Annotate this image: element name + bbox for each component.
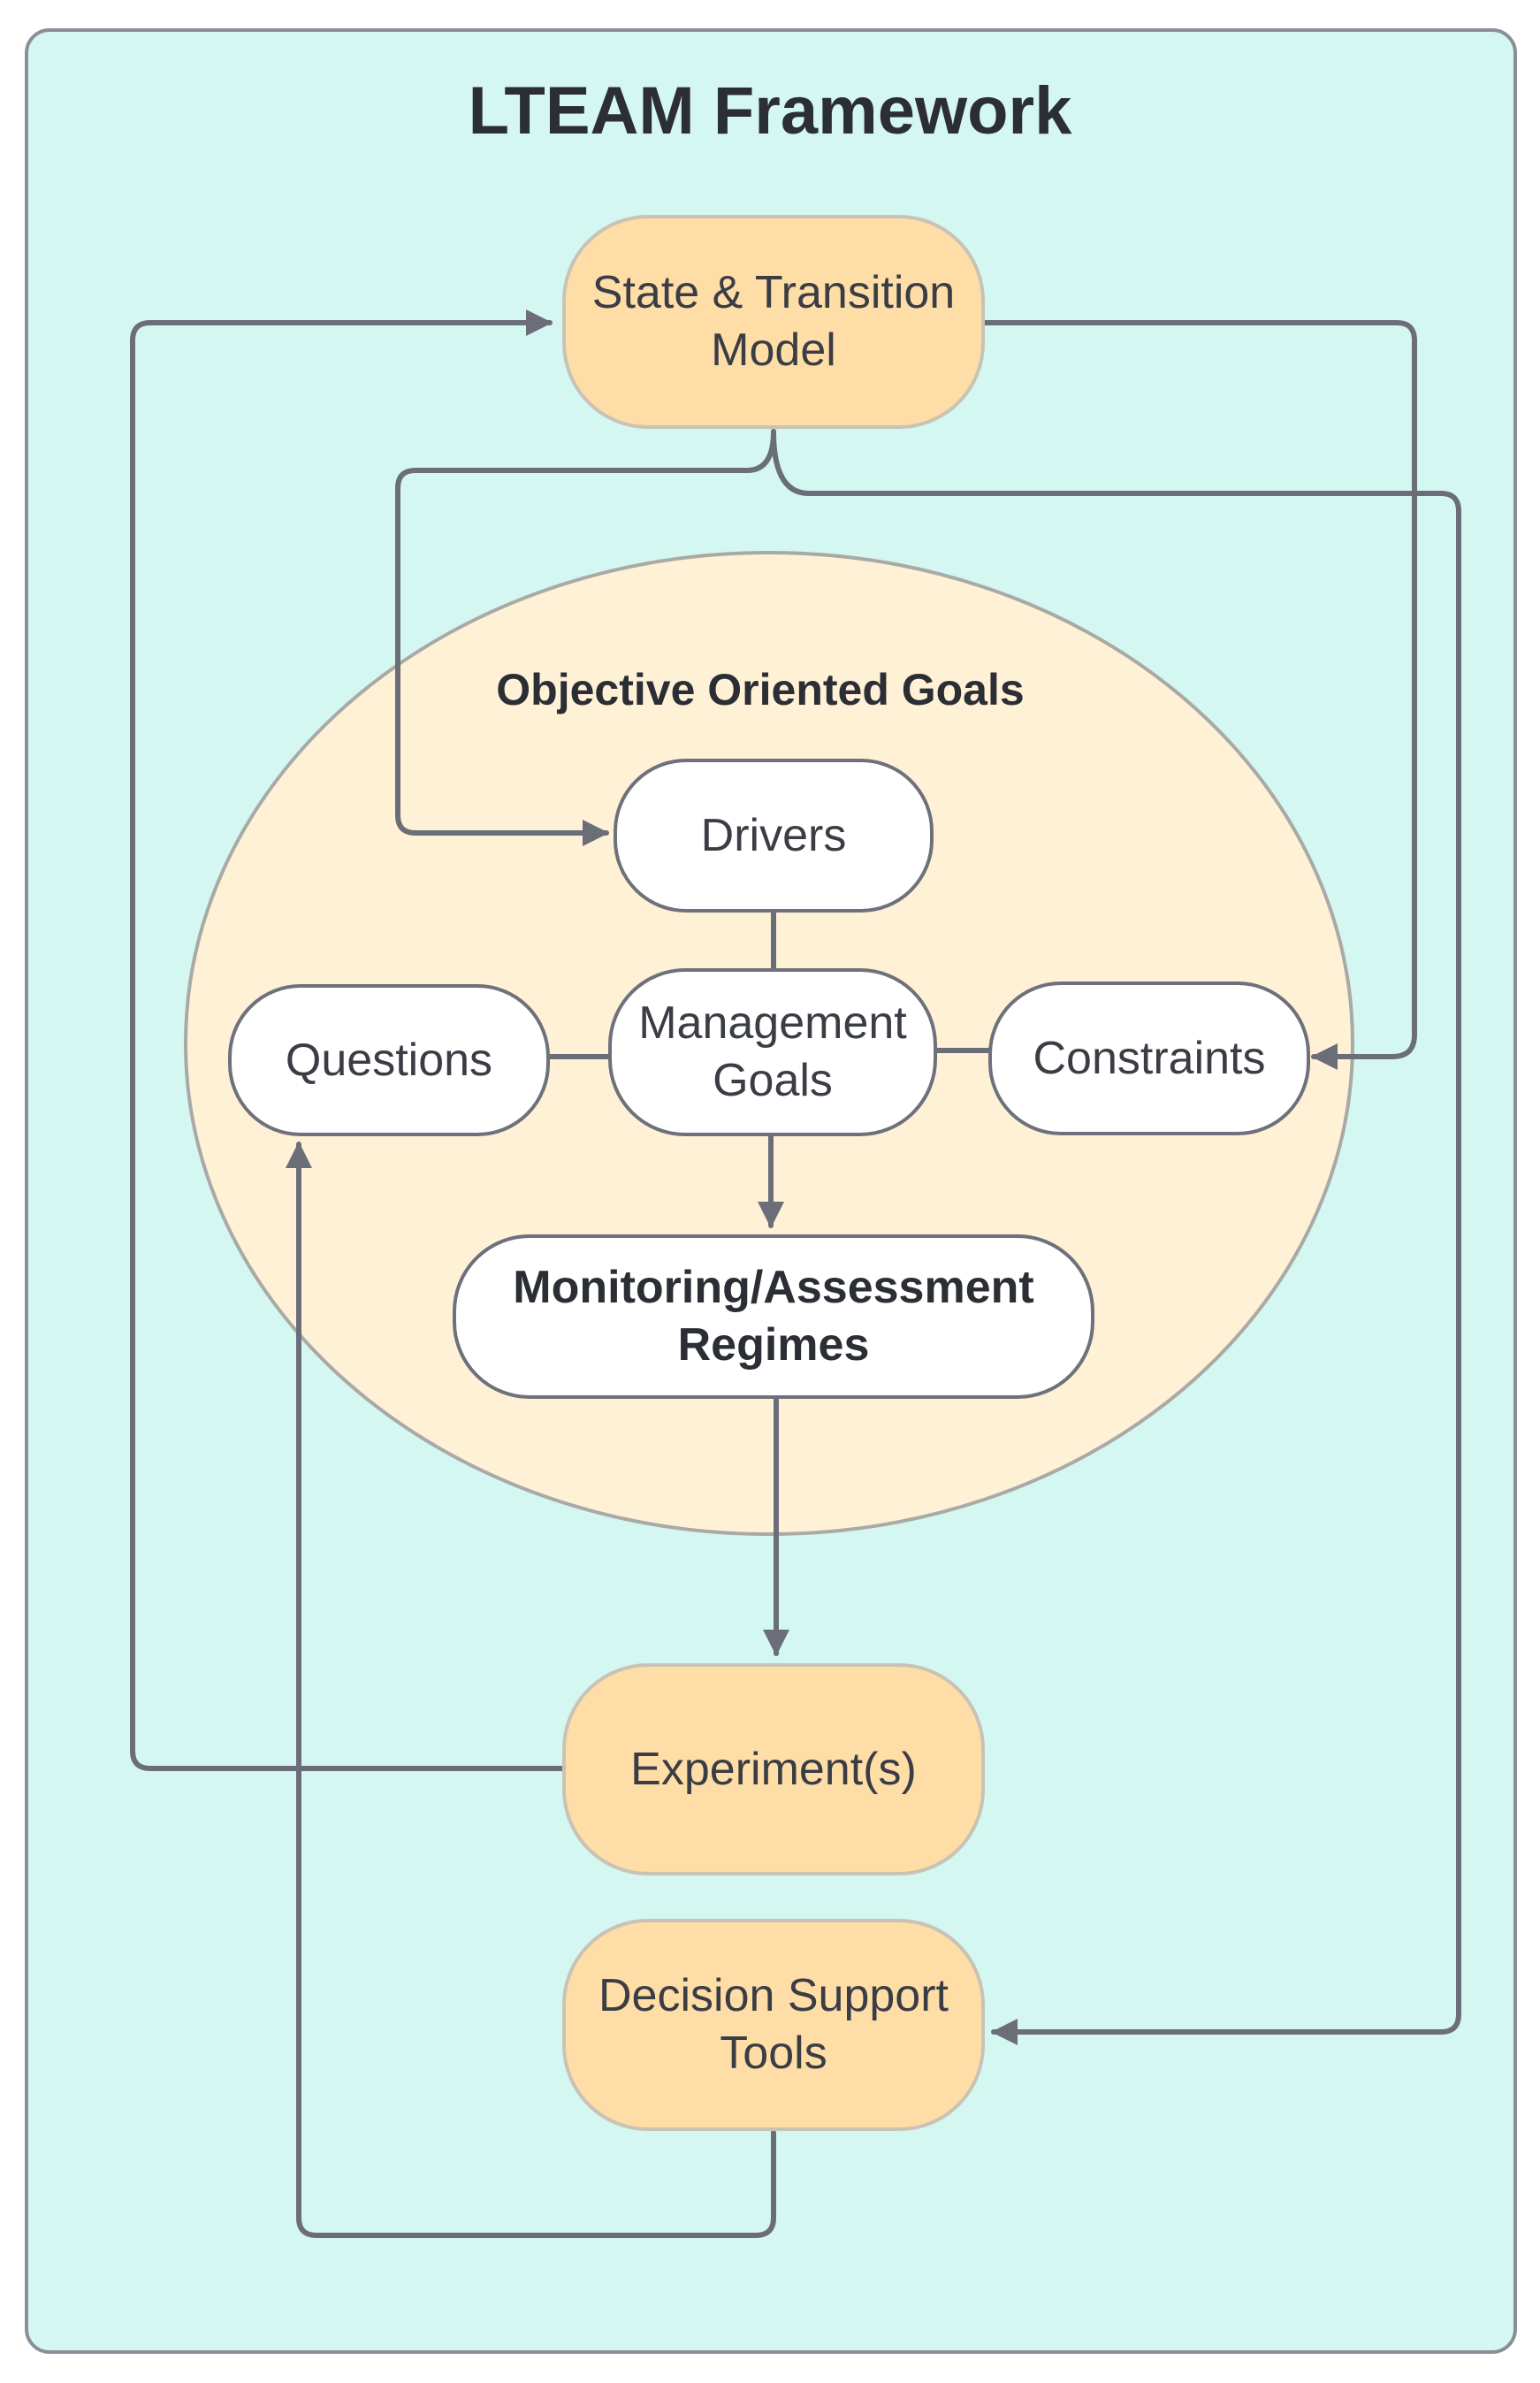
monitoring-regimes-node [453,1234,1094,1399]
decision-support-tools-node [562,1919,985,2131]
experiments-label: Experiment(s) [630,1743,917,1795]
drivers-node [614,759,934,913]
experiments-node [562,1663,985,1875]
region-title: Objective Oriented Goals [496,664,1025,714]
questions-label: Questions [285,1034,493,1086]
connector-state-model-to-drivers [395,429,776,846]
decision-support-tools-label: Decision Support Tools [598,1970,949,2079]
diagram-title: LTEAM Framework [468,73,1072,149]
state-transition-model-label: State & Transition Model [591,267,956,376]
state-transition-model-node [562,215,985,429]
connector-experiments-to-state-model [130,309,565,1771]
connector-state-model-to-decision-support [771,429,1461,2045]
constraints-node [988,981,1310,1135]
connector-decision-support-to-questions [286,1142,776,2238]
management-goals-label: Management Goals [638,997,907,1106]
management-goals-node [608,968,937,1136]
constraints-label: Constraints [1033,1032,1266,1084]
drivers-label: Drivers [700,809,847,861]
monitoring-regimes-label: Monitoring/Assessment Regimes [513,1262,1034,1371]
questions-node [228,984,550,1136]
connector-state-model-to-constraints [980,320,1417,1070]
